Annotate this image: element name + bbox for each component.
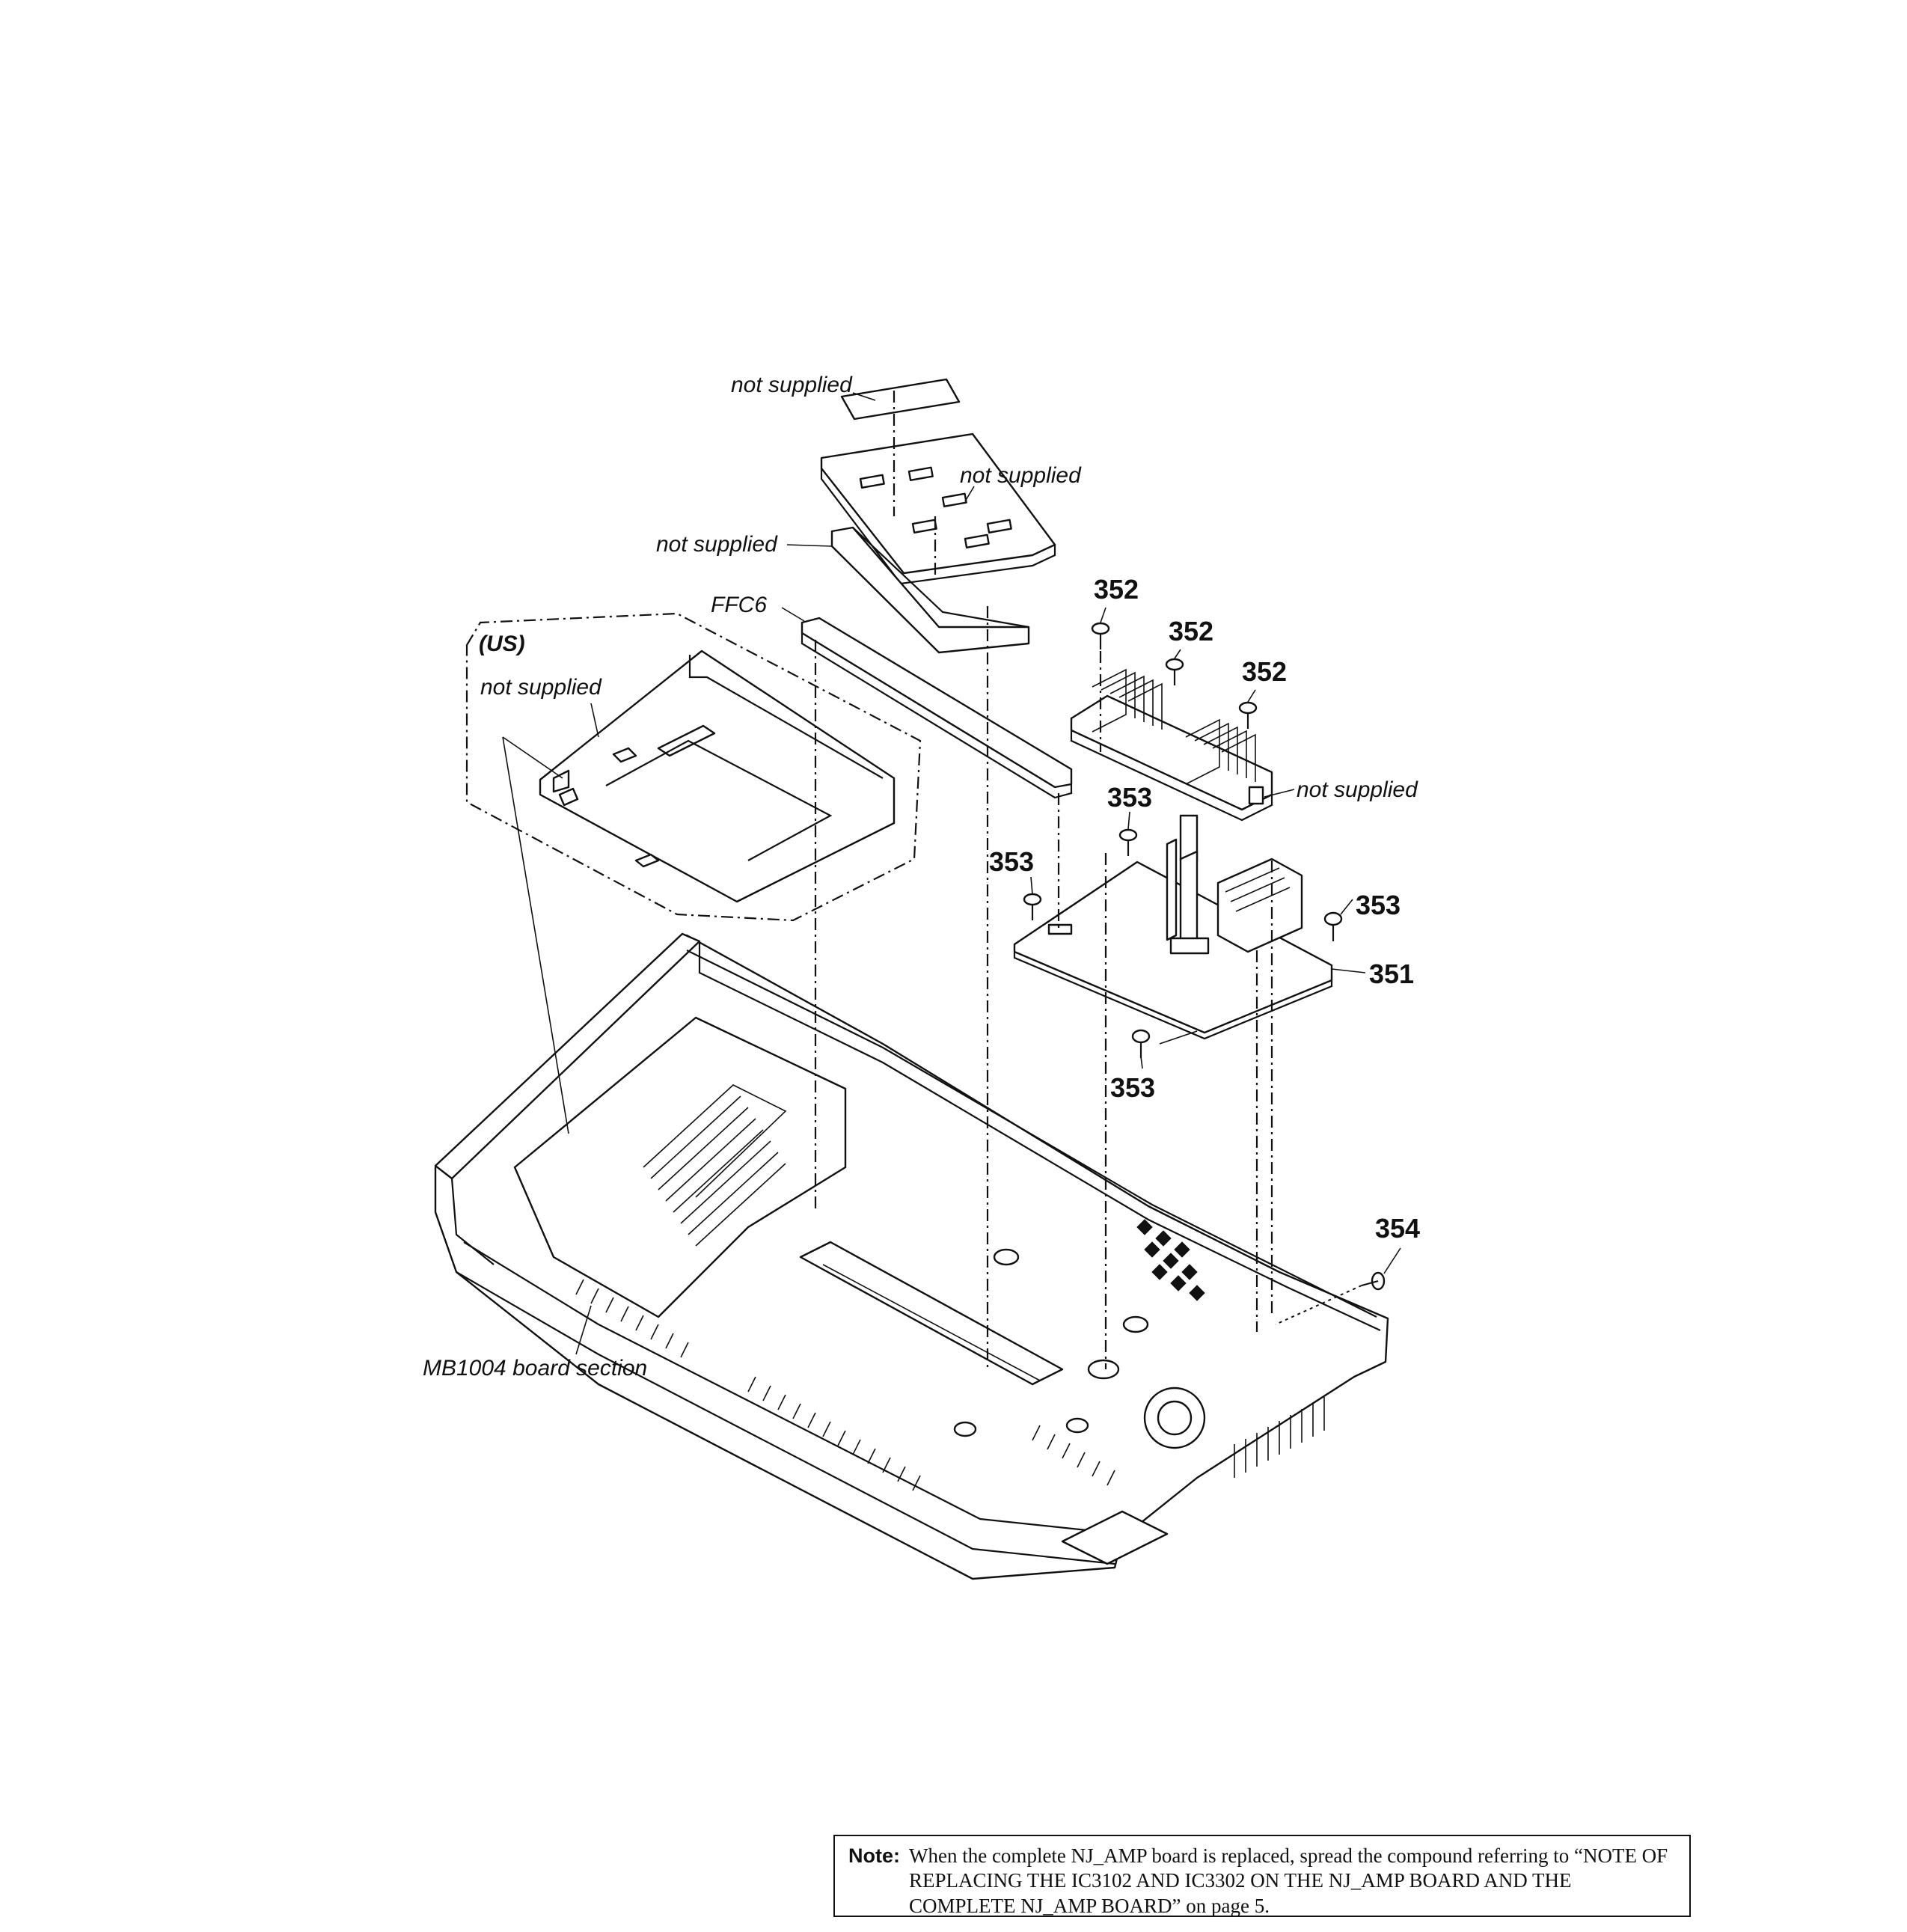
label-not-supplied-shield: not supplied	[656, 532, 778, 557]
heatsink-assembly	[1070, 668, 1273, 822]
label-352-b: 352	[1169, 616, 1213, 646]
label-353-a: 353	[1107, 782, 1152, 813]
label-353-c: 353	[1356, 890, 1401, 920]
guide-lines	[502, 391, 1362, 1371]
label-mb1004: MB1004 board section	[423, 1356, 647, 1381]
us-plate-group	[465, 612, 922, 922]
amp-board-351	[1013, 814, 1333, 1040]
note-text: When the complete NJ_AMP board is replac…	[909, 1844, 1668, 1917]
label-353-d: 353	[1110, 1072, 1155, 1103]
connector-bracket	[820, 432, 1056, 585]
screw-353-b[interactable]	[1023, 893, 1042, 920]
label-ffc6: FFC6	[711, 593, 767, 617]
top-sheet	[840, 378, 961, 421]
label-us: (US)	[479, 632, 525, 656]
leader-lines	[575, 392, 1401, 1355]
screw-352-b[interactable]	[1165, 658, 1184, 685]
label-not-supplied-bracket: not supplied	[960, 463, 1082, 488]
label-351: 351	[1369, 959, 1414, 989]
label-353-b: 353	[989, 846, 1034, 877]
screw-353-a[interactable]	[1118, 828, 1138, 856]
screw-354[interactable]	[1361, 1271, 1386, 1291]
ffc6-flat-cable	[801, 617, 1073, 799]
note-label: Note:	[848, 1844, 900, 1867]
label-not-supplied-us: not supplied	[480, 675, 602, 700]
note-box: Note: When the complete NJ_AMP board is …	[833, 1835, 1691, 1917]
label-not-supplied-top: not supplied	[731, 373, 853, 397]
main-chassis	[434, 932, 1389, 1580]
label-352-a: 352	[1094, 574, 1139, 605]
label-354: 354	[1375, 1213, 1420, 1244]
screw-353-c[interactable]	[1323, 911, 1343, 941]
shield-plate	[830, 526, 1030, 654]
label-352-c: 352	[1242, 656, 1287, 687]
screw-353-d[interactable]	[1131, 1029, 1151, 1058]
label-not-supplied-heatsink: not supplied	[1297, 777, 1418, 802]
screw-352-a[interactable]	[1091, 622, 1110, 649]
screw-352-c[interactable]	[1238, 701, 1258, 729]
